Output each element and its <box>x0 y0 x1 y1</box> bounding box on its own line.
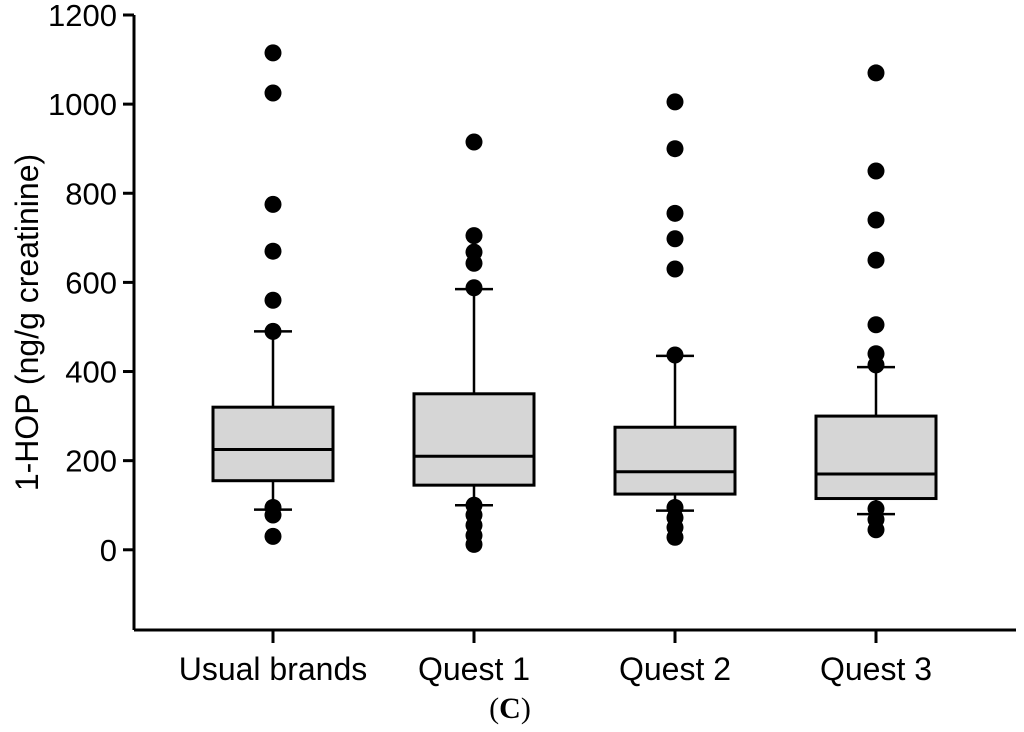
outlier-dot-quest-3 <box>867 521 885 539</box>
outlier-dot-usual-brands <box>264 506 282 524</box>
iqr-box-quest-1 <box>412 392 536 487</box>
outlier-dot-usual-brands <box>264 322 282 340</box>
y-axis-tick-label: 1200 <box>48 0 117 33</box>
y-axis-tick-label: 200 <box>65 444 117 479</box>
y-axis-tick-label: 1000 <box>48 87 117 122</box>
outlier-dot-quest-3 <box>867 356 885 374</box>
outlier-dot-quest-3 <box>867 211 885 229</box>
outlier-dot-quest-1 <box>465 279 483 297</box>
outlier-dot-usual-brands <box>264 195 282 213</box>
outlier-dot-quest-1 <box>465 227 483 245</box>
x-axis-category-label: Usual brands <box>179 651 368 687</box>
y-axis-tick-label: 800 <box>65 176 117 211</box>
outlier-dot-usual-brands <box>264 242 282 260</box>
caption-letter: C <box>499 692 521 725</box>
x-axis-category-label: Quest 3 <box>820 651 932 687</box>
y-axis-tick-label: 600 <box>65 265 117 300</box>
outlier-dot-quest-2 <box>666 260 684 278</box>
x-axis-category-label: Quest 2 <box>619 651 731 687</box>
iqr-box-quest-2 <box>613 425 737 496</box>
iqr-box-quest-3 <box>814 414 938 501</box>
y-axis-title: 1-HOP (ng/g creatinine) <box>9 154 45 491</box>
figure-caption: (C) <box>430 692 590 726</box>
outlier-dot-quest-3 <box>867 64 885 82</box>
outlier-dot-quest-3 <box>867 251 885 269</box>
outlier-dot-quest-2 <box>666 93 684 111</box>
outlier-dot-usual-brands <box>264 291 282 309</box>
outlier-dot-quest-2 <box>666 140 684 158</box>
y-axis-tick-label: 0 <box>100 533 117 568</box>
outlier-dot-quest-3 <box>867 162 885 180</box>
caption-open-paren: ( <box>489 692 500 725</box>
caption-close-paren: ) <box>520 692 531 725</box>
outlier-dot-usual-brands <box>264 527 282 545</box>
x-axis-category-label: Quest 1 <box>418 651 530 687</box>
outlier-dot-quest-1 <box>465 133 483 151</box>
y-axis-tick-label: 400 <box>65 355 117 390</box>
outlier-dot-quest-1 <box>465 535 483 553</box>
outlier-dot-quest-2 <box>666 230 684 248</box>
outlier-dot-quest-2 <box>666 346 684 364</box>
outlier-dot-quest-1 <box>465 254 483 272</box>
outlier-dot-usual-brands <box>264 84 282 102</box>
outlier-dot-quest-3 <box>867 316 885 334</box>
outlier-dot-quest-2 <box>666 528 684 546</box>
outlier-dot-usual-brands <box>264 44 282 62</box>
iqr-box-usual-brands <box>211 405 335 483</box>
outlier-dot-quest-2 <box>666 204 684 222</box>
